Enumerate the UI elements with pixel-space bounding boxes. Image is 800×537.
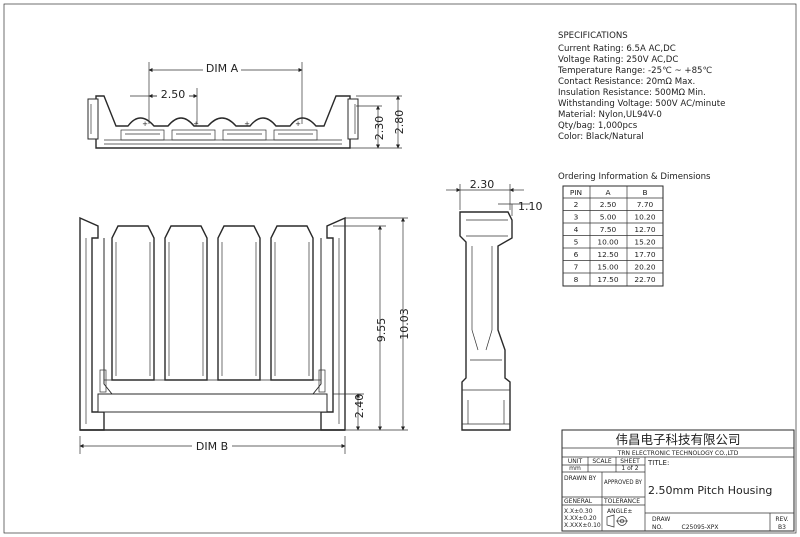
- table-cell: 12.70: [634, 225, 655, 234]
- sheet-border: [3, 3, 797, 534]
- table-cell: 12.50: [597, 250, 618, 259]
- table-header-pin: PIN: [570, 188, 582, 197]
- table-cell: 15.00: [597, 263, 618, 272]
- projection-symbol-icon: [606, 514, 628, 528]
- top-height-dim-1: 2.30: [373, 116, 386, 141]
- table-cell: 20.20: [634, 263, 655, 272]
- svg-text:+: +: [193, 120, 199, 128]
- spec-line-7: Material: Nylon,UL94V-0: [558, 110, 662, 120]
- drawn-by-label: DRAWN BY: [564, 475, 596, 482]
- side-lip-dim: 1.10: [518, 200, 543, 213]
- rev-label: REV.: [775, 516, 788, 523]
- specifications-block: SPECIFICATIONS Current Rating: 6.5A AC,D…: [557, 31, 725, 142]
- table-cell: 4: [574, 225, 579, 234]
- scale-label: SCALE: [592, 458, 611, 465]
- table-header-b: B: [642, 188, 647, 197]
- top-height-dim-2: 2.80: [393, 110, 406, 135]
- spec-line-9: Color: Black/Natural: [558, 132, 644, 142]
- table-cell: 8: [574, 275, 579, 284]
- table-cell: 17.70: [634, 250, 655, 259]
- title-block: 伟昌电子科技有限公司 TRN ELECTRONIC TECHNOLOGY CO.…: [561, 429, 795, 532]
- angle-label: ANGLE±: [607, 508, 632, 515]
- spec-line-5: Insulation Resistance: 500MΩ Min.: [558, 88, 706, 98]
- pitch-dim-label: 2.50: [161, 88, 186, 101]
- tolerance-2: X.XX±0.20: [564, 515, 597, 522]
- table-cell: 10.00: [597, 238, 618, 247]
- title-label: TITLE:: [647, 459, 669, 467]
- table-cell: 22.70: [634, 275, 655, 284]
- tolerance-3: X.XXX±0.10: [564, 522, 601, 529]
- table-cell: 7.50: [600, 225, 617, 234]
- base-height-dim: 2.40: [353, 394, 366, 419]
- unit-label: UNIT: [568, 458, 583, 465]
- approved-by-label: APPROVED BY: [604, 479, 642, 486]
- table-cell: 10.20: [634, 213, 655, 222]
- table-cell: 2.50: [600, 200, 617, 209]
- side-view: 2.30 1.10: [446, 178, 543, 431]
- general-label: GENERAL: [564, 498, 593, 505]
- drawing-number: C25095-XPX: [682, 524, 719, 531]
- svg-text:+: +: [142, 120, 148, 128]
- ordering-heading: Ordering Information & Dimensions: [558, 172, 711, 182]
- table-cell: 7: [574, 263, 579, 272]
- dim-b-label: DIM B: [196, 440, 228, 453]
- tolerance-1: X.X±0.30: [564, 508, 593, 515]
- dim-a-label: DIM A: [206, 62, 239, 75]
- table-cell: 2: [574, 200, 579, 209]
- table-cell: 5.00: [600, 213, 617, 222]
- side-width-dim: 2.30: [470, 178, 495, 191]
- spec-line-4: Contact Resistance: 20mΩ Max.: [558, 77, 695, 87]
- spec-line-1: Current Rating: 6.5A AC,DC: [558, 44, 676, 54]
- top-view: DIM A 2.50 + + + +: [87, 62, 406, 149]
- svg-text:+: +: [244, 120, 250, 128]
- ordering-table: Ordering Information & Dimensions PIN A …: [558, 172, 711, 287]
- table-header-a: A: [605, 188, 610, 197]
- front-view: DIM B 9.55 10.03 2.40: [79, 216, 411, 454]
- company-name-en: TRN ELECTRONIC TECHNOLOGY CO.,LTD: [617, 450, 739, 457]
- draw-label: DRAW: [652, 516, 670, 523]
- spec-line-8: Qty/bag: 1,000pcs: [558, 121, 638, 131]
- table-cell: 6: [574, 250, 579, 259]
- rev-value: B3: [778, 524, 786, 531]
- table-cell: 17.50: [597, 275, 618, 284]
- height-total-dim: 10.03: [398, 308, 411, 340]
- tolerance-label: TOLERANCE: [603, 498, 640, 505]
- spec-line-3: Temperature Range: -25℃ ~ +85℃: [557, 66, 713, 76]
- spec-line-2: Voltage Rating: 250V AC,DC: [558, 55, 678, 65]
- table-cell: 15.20: [634, 238, 655, 247]
- drawing-title: 2.50mm Pitch Housing: [648, 484, 772, 497]
- spec-line-6: Withstanding Voltage: 500V AC/minute: [558, 99, 725, 109]
- draw-no-label: NO.: [652, 524, 663, 531]
- unit-value: mm: [569, 465, 581, 472]
- height-inner-dim: 9.55: [375, 318, 388, 343]
- specifications-heading: SPECIFICATIONS: [558, 31, 628, 41]
- sheet-value: 1 of 2: [621, 465, 638, 472]
- svg-text:+: +: [295, 120, 301, 128]
- sheet-label: SHEET: [620, 458, 640, 465]
- company-name-cn: 伟昌电子科技有限公司: [615, 432, 740, 447]
- table-cell: 5: [574, 238, 579, 247]
- table-cell: 3: [574, 213, 579, 222]
- table-cell: 7.70: [637, 200, 654, 209]
